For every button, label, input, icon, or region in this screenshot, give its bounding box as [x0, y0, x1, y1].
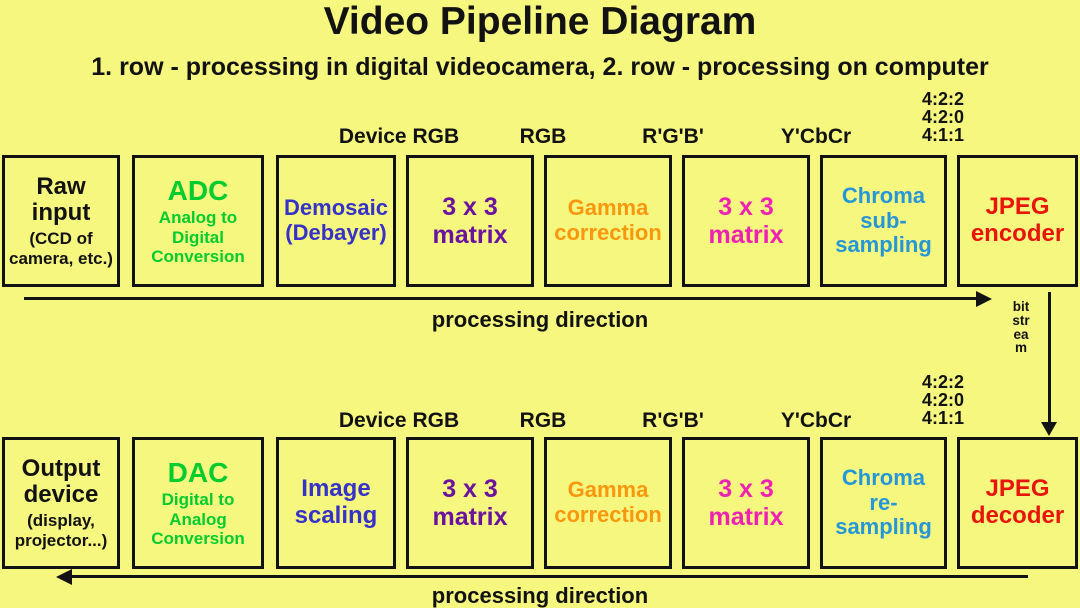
box-sub-label: (CCD of camera, etc.): [9, 229, 113, 268]
colorspace-label-ycbcr-row2: Y'CbCr: [780, 409, 852, 432]
bitstream-arrow: [1041, 292, 1057, 436]
chroma-ratio: 4:1:1: [922, 408, 965, 428]
chroma-ratio: 4:2:2: [922, 89, 965, 109]
colorspace-label-rgb-row2: RGB: [519, 409, 567, 432]
processing-direction-label-row1: processing direction: [431, 307, 649, 332]
processing-direction-label-row2: processing direction: [431, 583, 649, 608]
box-sub-label: (display, projector...): [14, 511, 108, 550]
processing-direction-arrow-row2: [56, 569, 1028, 585]
box-jpeg-encoder: JPEG encoder: [957, 155, 1078, 287]
box-main-label: Image scaling: [294, 475, 378, 529]
bitstream-label: bitstream: [1012, 299, 1030, 356]
colorspace-label-ycbcr-row1: Y'CbCr: [780, 125, 852, 148]
box-dac: DAC Digital to Analog Conversion: [132, 437, 264, 569]
box-main-label: DAC: [167, 457, 229, 488]
page-title: Video Pipeline Diagram: [323, 0, 757, 43]
box-sub-label: Digital to Analog Conversion: [151, 490, 245, 549]
chroma-ratio: 4:2:0: [922, 390, 965, 410]
chroma-ratio: 4:1:1: [922, 125, 965, 145]
box-sub-label: Analog to Digital Conversion: [151, 208, 245, 267]
box-raw-input: Raw input (CCD of camera, etc.): [2, 155, 120, 287]
chroma-ratio: 4:2:2: [922, 372, 965, 392]
box-main-label: JPEG encoder: [970, 193, 1065, 247]
box-main-label: Gamma correction: [554, 477, 662, 527]
arrow-head-right-icon: [976, 291, 992, 307]
box-main-label: Chroma sub- sampling: [835, 183, 932, 258]
box-jpeg-decoder: JPEG decoder: [957, 437, 1078, 569]
box-gamma-correction: Gamma correction: [544, 155, 672, 287]
box-chroma-resampling: Chroma re- sampling: [820, 437, 947, 569]
chroma-ratio: 4:2:0: [922, 107, 965, 127]
box-main-label: 3 x 3 matrix: [708, 193, 784, 249]
box-3x3-matrix-ycbcr-2: 3 x 3 matrix: [682, 437, 810, 569]
box-image-scaling: Image scaling: [276, 437, 396, 569]
arrow-head-down-icon: [1041, 422, 1057, 436]
box-main-label: Output device: [21, 454, 101, 509]
box-adc: ADC Analog to Digital Conversion: [132, 155, 264, 287]
colorspace-label-rgb-row1: RGB: [519, 125, 567, 148]
colorspace-label-rgb-prime-row2: R'G'B': [642, 409, 704, 432]
box-chroma-subsampling: Chroma sub- sampling: [820, 155, 947, 287]
box-main-label: Raw input: [31, 172, 91, 227]
arrow-line: [1048, 292, 1051, 423]
box-3x3-matrix-device: 3 x 3 matrix: [406, 155, 534, 287]
box-main-label: 3 x 3 matrix: [432, 475, 508, 531]
chroma-ratio-stack-row2: 4:2:2 4:2:0 4:1:1: [922, 373, 978, 427]
arrow-head-left-icon: [56, 569, 72, 585]
arrow-line: [24, 297, 979, 300]
box-main-label: Demosaic (Debayer): [284, 195, 388, 245]
box-gamma-correction-2: Gamma correction: [544, 437, 672, 569]
box-main-label: 3 x 3 matrix: [708, 475, 784, 531]
box-3x3-matrix-device-2: 3 x 3 matrix: [406, 437, 534, 569]
box-3x3-matrix-ycbcr: 3 x 3 matrix: [682, 155, 810, 287]
chroma-ratio-stack-row1: 4:2:2 4:2:0 4:1:1: [922, 90, 978, 144]
processing-direction-arrow-row1: [24, 291, 992, 307]
page-subtitle: 1. row - processing in digital videocame…: [91, 53, 989, 81]
box-demosaic: Demosaic (Debayer): [276, 155, 396, 287]
colorspace-label-device-rgb-row2: Device RGB: [338, 409, 460, 432]
colorspace-label-device-rgb-row1: Device RGB: [338, 125, 460, 148]
arrow-line: [69, 575, 1028, 578]
box-main-label: Gamma correction: [554, 195, 662, 245]
box-main-label: Chroma re- sampling: [835, 465, 932, 540]
box-main-label: JPEG decoder: [970, 475, 1065, 529]
box-main-label: ADC: [167, 175, 229, 206]
colorspace-label-rgb-prime-row1: R'G'B': [642, 125, 704, 148]
box-output-device: Output device (display, projector...): [2, 437, 120, 569]
box-main-label: 3 x 3 matrix: [432, 193, 508, 249]
